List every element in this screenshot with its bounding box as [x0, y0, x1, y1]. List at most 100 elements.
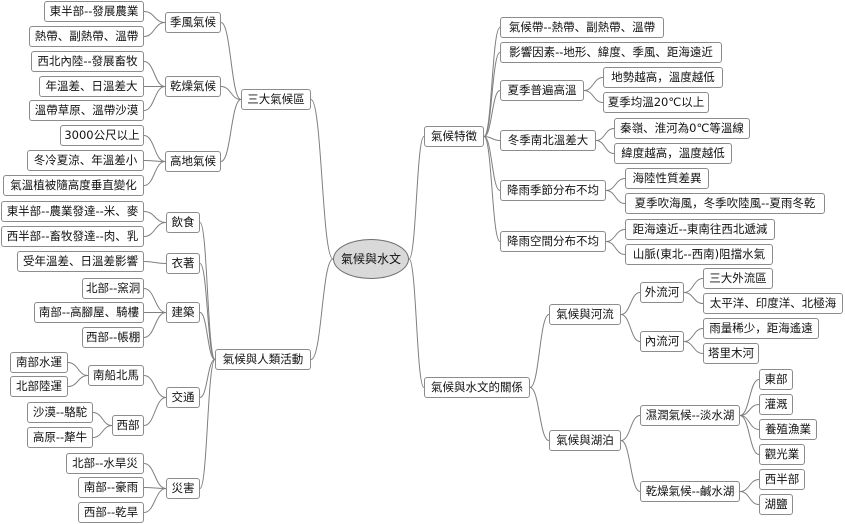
leaf-disaster-south[interactable]: 南部--豪雨 [78, 477, 144, 498]
leaf-highland-altitude[interactable]: 3000公尺以上 [60, 125, 144, 146]
leaf-fresh-tourism[interactable]: 觀光業 [759, 444, 805, 465]
leaf-exo-three-areas[interactable]: 三大外流區 [703, 268, 773, 289]
leaf-exo-oceans[interactable]: 太平洋、印度洋、北極海 [703, 293, 843, 314]
topic-highland-climate[interactable]: 高地氣候 [165, 151, 221, 172]
connector-64 [739, 491, 760, 505]
connector-7 [143, 61, 166, 87]
topic-transport-west[interactable]: 西部 [112, 415, 144, 436]
topic-monsoon-climate[interactable]: 季風氣候 [165, 12, 221, 33]
leaf-fresh-aquaculture[interactable]: 養殖漁業 [759, 419, 817, 440]
connector-3 [220, 86, 242, 100]
connector-0 [310, 99, 334, 260]
topic-climate-features[interactable]: 氣候特徵 [424, 126, 484, 147]
topic-rain-season[interactable]: 降雨季節分布不均 [500, 180, 606, 201]
topic-diet[interactable]: 飲食 [166, 212, 200, 233]
connector-4 [220, 99, 242, 162]
topic-climate-rivers[interactable]: 氣候與河流 [549, 304, 621, 325]
topic-human-activities[interactable]: 氣候與人類活動 [215, 349, 311, 370]
leaf-housing-west[interactable]: 西部--帳棚 [82, 327, 144, 348]
leaf-endo-little-rain[interactable]: 雨量稀少，距海遙遠 [703, 318, 819, 339]
connector-38 [483, 136, 501, 141]
topic-climate-hydrology[interactable]: 氣候與水文的關係 [424, 377, 530, 398]
leaf-housing-south[interactable]: 南部--高腳屋、騎樓 [34, 302, 144, 323]
leaf-clothing-temp[interactable]: 受年溫差、日溫差影響 [17, 251, 144, 272]
topic-endorheic-rivers[interactable]: 內流河 [640, 331, 684, 352]
leaf-highland-vertical[interactable]: 氣溫植被隨高度垂直變化 [3, 175, 144, 196]
leaf-rain-land-sea[interactable]: 海陸性質差異 [625, 168, 709, 189]
connector-39 [483, 136, 501, 191]
connector-23 [143, 312, 167, 338]
connector-40 [483, 136, 501, 242]
connector-36 [483, 52, 501, 137]
root-topic[interactable]: 氣候與水文 [333, 239, 409, 279]
leaf-diet-east[interactable]: 東半部--農業發達--米、麥 [1, 201, 144, 222]
topic-transport[interactable]: 交通 [166, 387, 200, 408]
leaf-monsoon-zones[interactable]: 熱帶、副熱帶、溫帶 [29, 26, 144, 47]
connector-54 [683, 292, 704, 304]
topic-exorheic-rivers[interactable]: 外流河 [640, 282, 684, 303]
leaf-winter-qinling[interactable]: 秦嶺、淮河為0℃等溫線 [614, 118, 750, 139]
topic-winter-difference[interactable]: 冬季南北溫差大 [500, 130, 596, 151]
connector-25 [143, 397, 167, 426]
connector-42 [583, 90, 604, 103]
connector-34 [408, 258, 425, 388]
topic-housing[interactable]: 建築 [166, 302, 200, 323]
topic-climate-types[interactable]: 三大氣候區 [241, 89, 311, 110]
leaf-salt-lake-salt[interactable]: 湖鹽 [759, 494, 793, 515]
connector-44 [595, 140, 615, 154]
leaf-salt-west[interactable]: 西半部 [759, 469, 805, 490]
leaf-arid-northwest[interactable]: 西北內陸--發展畜牧 [31, 51, 144, 72]
connector-5 [143, 11, 166, 23]
leaf-rain-mountains[interactable]: 山脈(東北--西南)阻擋水氣 [625, 244, 773, 265]
leaf-fresh-irrigation[interactable]: 灌溉 [759, 394, 793, 415]
connector-59 [739, 379, 760, 416]
leaf-transport-yak[interactable]: 高原--犛牛 [27, 427, 93, 448]
topic-arid-climate[interactable]: 乾燥氣候 [165, 76, 221, 97]
leaf-summer-average[interactable]: 夏季均溫20℃以上 [603, 92, 709, 113]
connector-30 [143, 463, 167, 489]
leaf-climate-factors[interactable]: 影響因素--地形、緯度、季風、距海遠近 [500, 42, 722, 63]
leaf-disaster-west[interactable]: 西部--乾旱 [78, 502, 144, 523]
connector-60 [739, 404, 760, 416]
connector-62 [739, 415, 760, 455]
leaf-climate-belt[interactable]: 氣候帶--熱帶、副熱帶、溫帶 [500, 17, 664, 38]
topic-summer-heat[interactable]: 夏季普遍高溫 [500, 80, 584, 101]
topic-saltwater-lakes[interactable]: 乾燥氣候--鹹水湖 [640, 481, 740, 502]
leaf-arid-steppe-desert[interactable]: 溫帶草原、溫帶沙漠 [29, 100, 144, 121]
leaf-endo-tarim[interactable]: 塔里木河 [703, 343, 759, 364]
leaf-transport-camel[interactable]: 沙漠--駱駝 [27, 402, 93, 423]
leaf-summer-altitude[interactable]: 地勢越高，溫度越低 [603, 67, 723, 88]
leaf-transport-north-land[interactable]: 北部陸運 [10, 376, 68, 397]
topic-rain-space[interactable]: 降雨空間分布不均 [500, 231, 606, 252]
connector-41 [583, 77, 604, 91]
leaf-monsoon-east[interactable]: 東半部--發展農業 [44, 1, 144, 22]
connector-20 [143, 261, 167, 264]
topic-disaster[interactable]: 災害 [166, 478, 200, 499]
leaf-arid-temp-range[interactable]: 年溫差、日溫差大 [39, 76, 144, 97]
connector-19 [143, 222, 167, 237]
leaf-fresh-east[interactable]: 東部 [759, 369, 793, 390]
leaf-housing-north[interactable]: 北部--窯洞 [82, 278, 144, 299]
leaf-winter-latitude[interactable]: 緯度越高，溫度越低 [614, 143, 732, 164]
leaf-disaster-north[interactable]: 北部--水旱災 [66, 453, 144, 474]
leaf-diet-west[interactable]: 西半部--畜牧發達--肉、乳 [1, 226, 144, 247]
connector-57 [620, 415, 641, 441]
topic-transport-south-north[interactable]: 南船北馬 [88, 365, 144, 386]
connector-27 [67, 375, 89, 387]
topic-freshwater-lakes[interactable]: 濕潤氣候--淡水湖 [640, 405, 740, 426]
connector-52 [620, 314, 641, 342]
connector-53 [683, 278, 704, 293]
connector-17 [199, 359, 216, 489]
leaf-highland-cool-summer[interactable]: 冬冷夏涼、年溫差小 [27, 150, 144, 171]
leaf-rain-distance[interactable]: 距海遠近--東南往西北遞減 [625, 219, 775, 240]
leaf-rain-monsoon-wind[interactable]: 夏季吹海風，冬季吹陸風--夏雨冬乾 [625, 193, 825, 214]
connector-16 [199, 359, 216, 398]
connector-49 [529, 314, 550, 388]
leaf-transport-south-water[interactable]: 南部水運 [10, 352, 68, 373]
connector-6 [143, 22, 166, 37]
connector-46 [605, 190, 626, 204]
topic-climate-lakes[interactable]: 氣候與湖泊 [549, 430, 621, 451]
topic-clothing[interactable]: 衣著 [166, 253, 200, 274]
